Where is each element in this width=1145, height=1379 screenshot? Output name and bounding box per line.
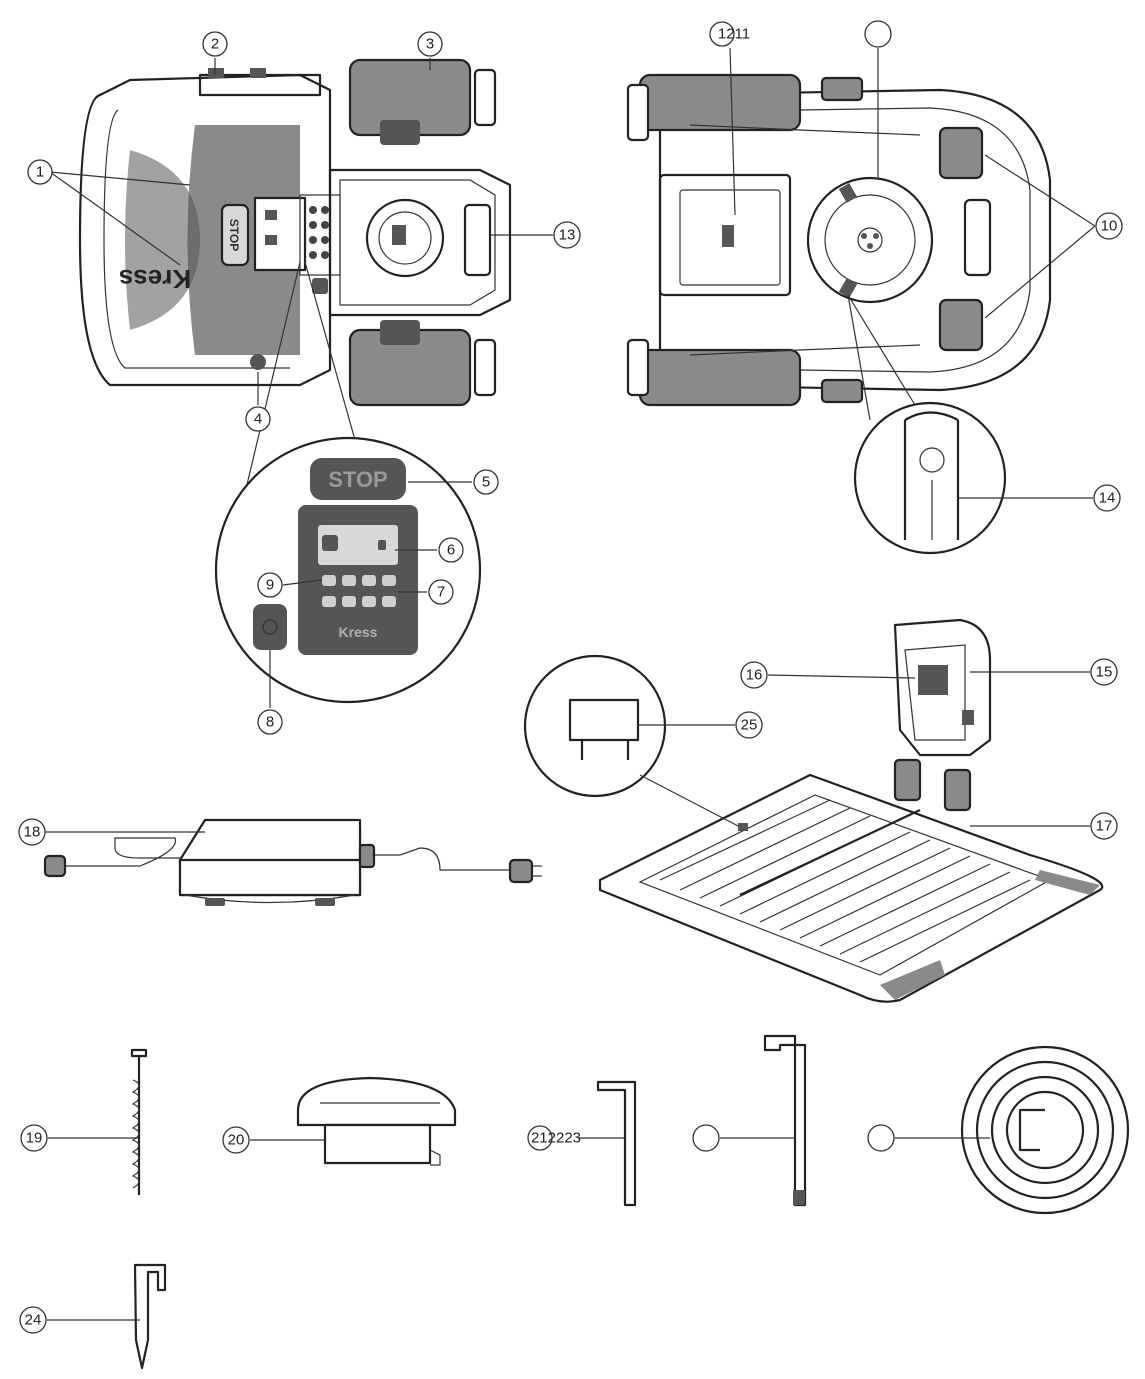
callout-14: 14 — [1093, 484, 1121, 512]
callout-17: 17 — [1090, 812, 1118, 840]
callout-4: 4 — [245, 406, 271, 432]
mower-wheels — [348, 58, 497, 407]
svg-text:25: 25 — [741, 717, 758, 734]
svg-text:212223: 212223 — [531, 1130, 581, 1147]
accessories — [130, 1034, 1130, 1370]
callout-21-22-23: 212223 — [527, 1125, 581, 1151]
svg-text:1: 1 — [36, 164, 44, 181]
power-supply — [43, 818, 542, 906]
peg — [130, 1048, 148, 1195]
ground-stake — [133, 1263, 167, 1370]
svg-text:2: 2 — [211, 36, 219, 53]
blade-zoom — [847, 294, 1007, 555]
callout-5: 5 — [473, 469, 499, 495]
callout-7: 7 — [428, 579, 454, 605]
svg-text:16: 16 — [746, 667, 763, 684]
keypad-logo-text: Kress — [339, 624, 378, 640]
svg-text:13: 13 — [559, 227, 576, 244]
svg-text:15: 15 — [1096, 664, 1113, 681]
distance-cap — [296, 1076, 457, 1166]
callout-16: 16 — [740, 661, 768, 689]
control-panel-zoom: STOP Kress — [214, 261, 482, 704]
callout-blank-hex — [692, 1124, 720, 1152]
callout-9: 9 — [257, 572, 283, 598]
callout-blank-top — [864, 20, 892, 48]
callout-8: 8 — [257, 709, 283, 735]
callout-24: 24 — [19, 1306, 47, 1334]
svg-text:1211: 1211 — [718, 26, 750, 43]
callout-3: 3 — [417, 31, 443, 57]
svg-text:6: 6 — [447, 542, 455, 559]
svg-text:7: 7 — [437, 584, 445, 601]
svg-text:3: 3 — [426, 36, 434, 53]
callout-20: 20 — [222, 1126, 250, 1154]
callout-15: 15 — [1090, 658, 1118, 686]
callout-19: 19 — [20, 1124, 48, 1152]
charging-station — [523, 618, 1104, 1003]
svg-text:8: 8 — [266, 714, 274, 731]
svg-text:5: 5 — [482, 474, 490, 491]
mower-stop-text: STOP — [227, 219, 241, 251]
brand-logo-text: Kress — [119, 264, 191, 294]
svg-text:24: 24 — [25, 1312, 42, 1329]
callout-2: 2 — [202, 31, 228, 57]
callout-25: 25 — [735, 711, 763, 739]
callout-13: 13 — [553, 221, 581, 249]
callout-6: 6 — [438, 537, 464, 563]
svg-text:9: 9 — [266, 577, 274, 594]
svg-text:10: 10 — [1101, 218, 1118, 235]
callout-10: 10 — [1095, 212, 1123, 240]
svg-text:19: 19 — [26, 1130, 43, 1147]
svg-text:20: 20 — [228, 1132, 245, 1149]
mower-bottom-view — [626, 73, 1052, 407]
svg-text:17: 17 — [1096, 818, 1113, 835]
callout-12-11: 1211 — [709, 21, 750, 47]
mower-top-view: Kress STOP — [78, 58, 512, 407]
logo: Kress — [119, 264, 191, 294]
callout-blank-wire — [867, 1124, 895, 1152]
callout-18: 18 — [18, 818, 46, 846]
svg-text:14: 14 — [1099, 490, 1116, 507]
leader-lines — [45, 47, 1096, 1321]
stop-button-text: STOP — [328, 467, 388, 492]
svg-text:4: 4 — [254, 411, 262, 428]
svg-text:18: 18 — [24, 824, 41, 841]
callouts: 1 2 3 4 5 6 7 8 9 10 1211 13 14 15 16 17… — [18, 20, 1123, 1334]
callout-1: 1 — [27, 159, 53, 185]
wire-coil — [960, 1045, 1130, 1215]
